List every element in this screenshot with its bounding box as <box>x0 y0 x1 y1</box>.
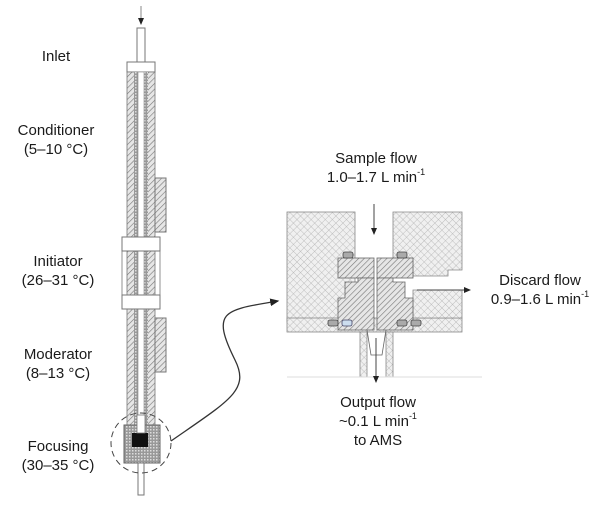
stage-temp: (5–10 °C) <box>23 141 89 158</box>
stage-label-moderator: Moderator (8–13 °C) <box>8 345 108 383</box>
stage-temp: (26–31 °C) <box>21 272 95 289</box>
sample-flow-label: Sample flow 1.0–1.7 L min-1 <box>316 149 436 187</box>
stage-label-focusing: Focusing (30–35 °C) <box>8 437 108 475</box>
stage-temp: (8–13 °C) <box>25 365 91 382</box>
discard-flow-label: Discard flow 0.9–1.6 L min-1 <box>482 271 598 309</box>
zoom-circle <box>110 412 172 474</box>
discard-flow-title: Discard flow <box>499 272 581 289</box>
focusing-detail <box>286 204 482 383</box>
stage-temp: (30–35 °C) <box>21 457 95 474</box>
instrument-column <box>110 6 172 496</box>
side-jacket-conditioner <box>154 177 167 233</box>
detail-connector-arrow <box>170 298 280 442</box>
sample-flow-value: 1.0–1.7 L min-1 <box>326 167 426 187</box>
side-jacket-moderator <box>154 317 167 373</box>
exit-tube <box>137 462 145 496</box>
stage-name: Initiator <box>33 253 83 270</box>
discard-flow-value: 0.9–1.6 L min-1 <box>490 289 590 309</box>
output-flow-title: Output flow <box>340 394 416 411</box>
sample-flow-title: Sample flow <box>335 150 417 167</box>
stage-label-inlet: Inlet <box>28 47 84 66</box>
inlet-tube <box>136 27 146 65</box>
stage-name: Conditioner <box>17 122 95 139</box>
output-flow-label: Output flow ~0.1 L min-1 to AMS <box>318 393 438 450</box>
stage-label-initiator: Initiator (26–31 °C) <box>8 252 108 290</box>
stage-name: Moderator <box>23 346 93 363</box>
output-flow-value: ~0.1 L min-1 <box>339 411 417 431</box>
output-flow-destination: to AMS <box>353 432 403 449</box>
stage-label-conditioner: Conditioner (5–10 °C) <box>2 121 110 159</box>
stage-name: Inlet <box>41 48 71 65</box>
stage-name: Focusing <box>27 438 89 455</box>
